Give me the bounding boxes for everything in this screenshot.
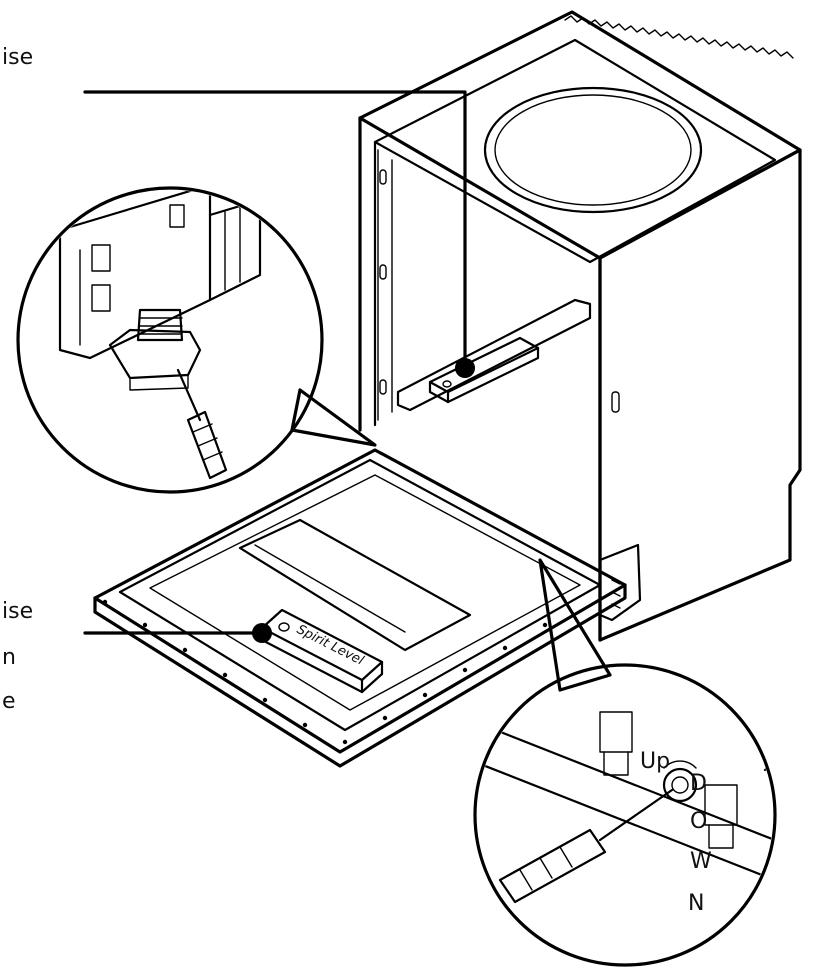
callout-bottom bbox=[83, 623, 272, 643]
dishwasher-cabinet bbox=[358, 10, 802, 642]
svg-text:N: N bbox=[688, 891, 704, 916]
up-label: Up bbox=[640, 749, 670, 774]
callout-top bbox=[83, 90, 475, 378]
top-label-fragment: ise bbox=[2, 45, 33, 70]
detail-front-adjust: Up D O W N bbox=[473, 558, 777, 967]
detail-rear-foot bbox=[16, 186, 377, 494]
bottom-label-fragment-2: n bbox=[2, 645, 16, 670]
spirit-level-in-tub bbox=[428, 336, 540, 404]
spirit-level-on-door: Spirit Level bbox=[260, 608, 384, 694]
svg-text:O: O bbox=[690, 809, 707, 834]
bottom-label-fragment-1: ise bbox=[2, 599, 33, 624]
bottom-label-fragment-3: e bbox=[2, 689, 16, 714]
open-door bbox=[93, 448, 627, 768]
down-label: D O W N bbox=[688, 771, 712, 916]
svg-text:W: W bbox=[690, 849, 712, 874]
svg-text:D: D bbox=[690, 771, 707, 796]
